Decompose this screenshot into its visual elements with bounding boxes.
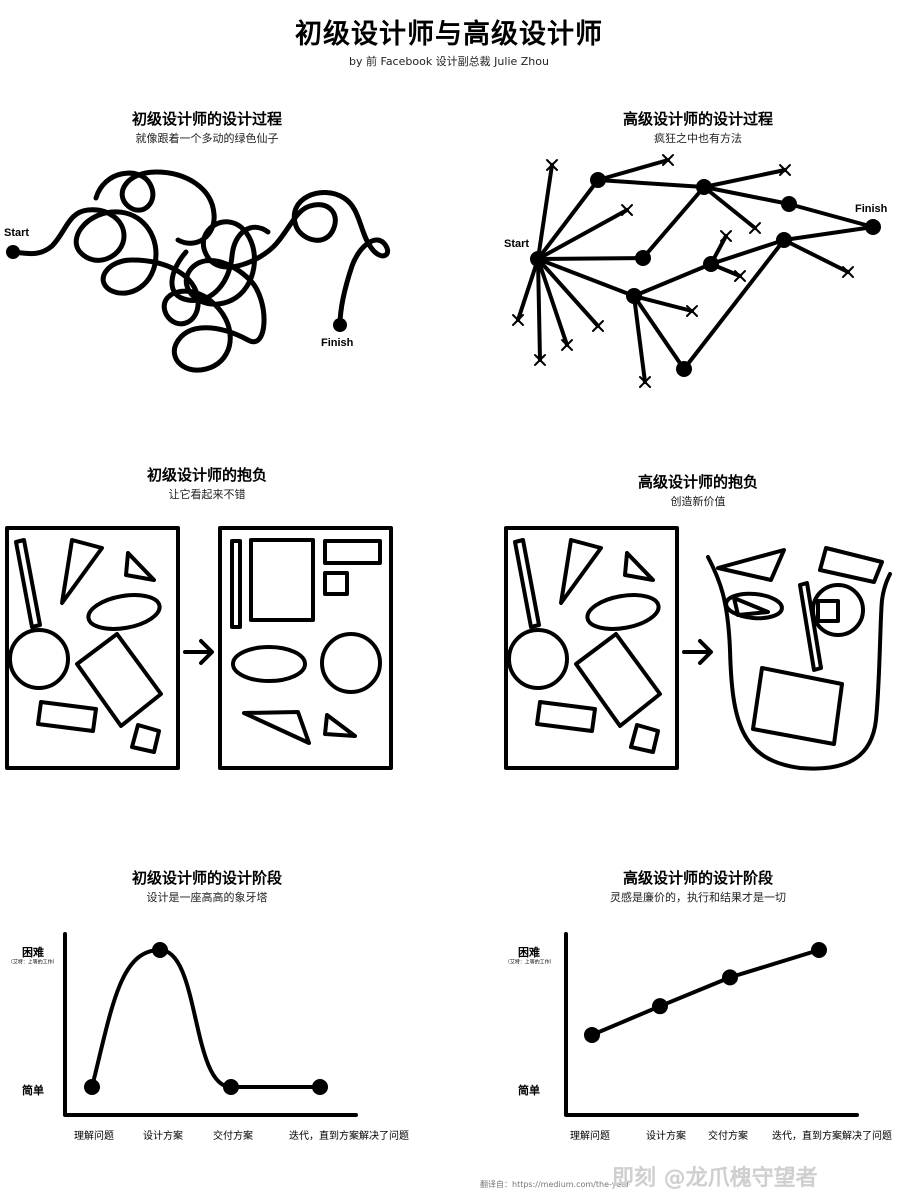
junior-finish-label: Finish [321,337,354,349]
page-title: 初级设计师与高级设计师 [295,19,603,50]
senior-phases-axes [564,932,859,1117]
junior-start-label: Start [4,227,30,239]
junior-phases-point-2 [152,942,168,958]
senior-x-label-3: 交付方案 [708,1131,748,1142]
page-subtitle: by 前 Facebook 设计副总裁 Julie Zhou [349,55,549,68]
junior-ambition-subtitle: 让它看起来不错 [168,488,246,501]
senior-start-label: Start [504,238,530,250]
junior-x-label-3: 交付方案 [213,1131,253,1142]
senior-ambition-subtitle: 创造新价值 [670,495,726,508]
senior-ambition-face [706,546,892,771]
senior-x-label-4: 迭代，直到方案解决了问题 [772,1131,892,1142]
senior-y-high: 困难 [518,947,540,959]
junior-process-subtitle: 就像跟着一个多动的绿色仙子 [135,132,279,145]
senior-x-label-2: 设计方案 [646,1131,686,1142]
senior-phases-chart [584,942,827,1043]
junior-phases-title: 初级设计师的设计阶段 [131,869,282,887]
junior-phases-point-3 [223,1079,239,1095]
senior-phases-point-3 [722,969,738,986]
senior-ambition-title: 高级设计师的抱负 [637,473,758,491]
junior-ambition-title: 初级设计师的抱负 [146,466,267,484]
junior-process-title: 初级设计师的设计过程 [131,110,282,128]
senior-ambition-before [504,526,679,770]
junior-phases-axes [63,932,358,1117]
senior-process-subtitle: 疯狂之中也有方法 [654,132,742,145]
senior-phases-point-4 [811,942,827,958]
senior-y-low: 简单 [518,1085,540,1097]
senior-y-high-note: （艾特：上等的工作） [505,959,555,965]
junior-phases-line [90,948,322,1089]
source-footer: 翻译自：https://medium.com/the-year-of-the-l… [480,1180,630,1189]
junior-process-scribble [6,169,390,373]
senior-phases-line [590,948,821,1037]
junior-x-label-4: 迭代，直到方案解决了问题 [289,1131,409,1142]
senior-phases-point-2 [652,998,668,1015]
senior-finish-label: Finish [855,203,888,215]
senior-phases-point-1 [584,1026,600,1043]
junior-ambition-after [218,526,393,770]
junior-phases-point-1 [84,1079,100,1095]
junior-x-label-1: 理解问题 [74,1131,114,1142]
junior-finish-dot [333,318,347,332]
junior-phases-chart [84,942,328,1095]
junior-y-low: 简单 [22,1085,44,1097]
ambition-arrow-2 [682,639,713,665]
senior-process-title: 高级设计师的设计过程 [622,110,773,128]
junior-x-label-2: 设计方案 [143,1131,183,1142]
junior-phases-subtitle: 设计是一座高高的象牙塔 [146,891,268,904]
watermark: 即刻 @龙爪槐守望者 [612,1166,818,1191]
senior-process-tree [512,154,881,388]
senior-phases-subtitle: 灵感是廉价的，执行和结果才是一切 [610,891,786,904]
senior-x-label-1: 理解问题 [570,1131,610,1142]
junior-y-high: 困难 [22,947,44,959]
junior-y-high-note: （艾特：上等的工作） [8,959,58,965]
ambition-arrow-1 [183,639,214,665]
junior-ambition-before [5,526,180,770]
senior-phases-title: 高级设计师的设计阶段 [622,869,773,887]
junior-phases-point-4 [312,1079,328,1095]
